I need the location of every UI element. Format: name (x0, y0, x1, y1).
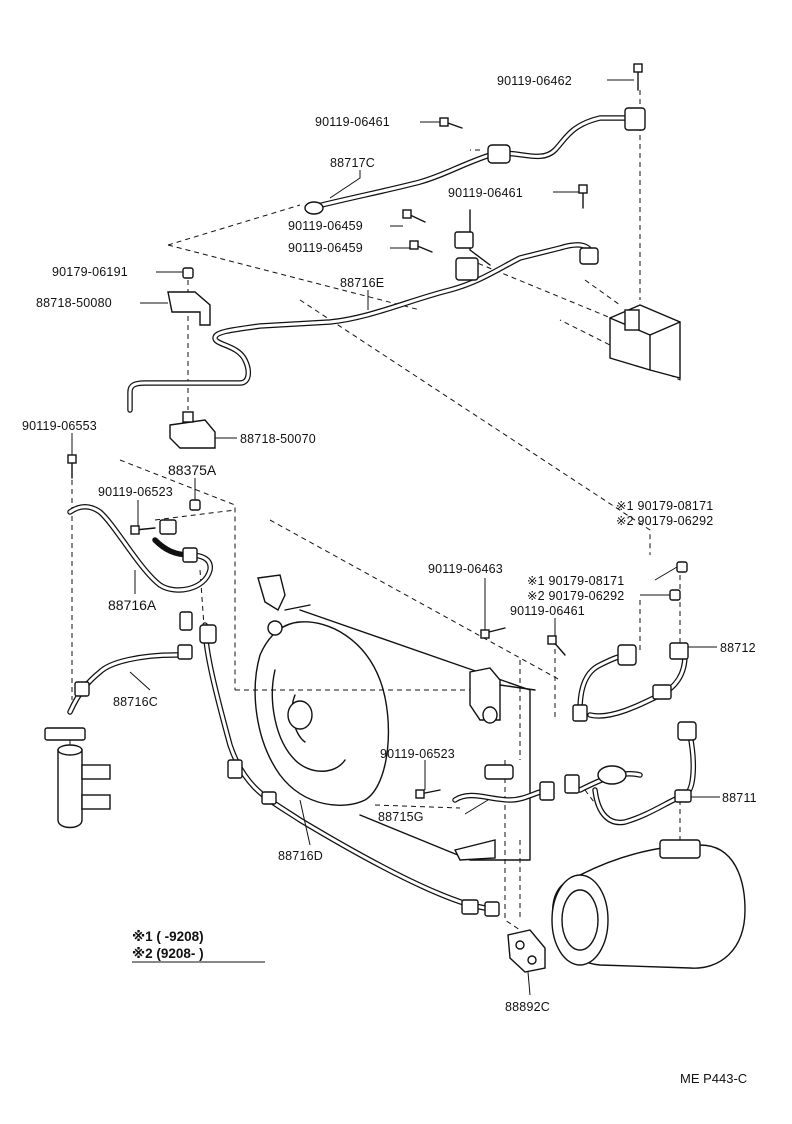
label-88718-50070: 88718-50070 (240, 432, 316, 446)
hose-88711-shape (564, 721, 697, 826)
compressor-shape (551, 839, 746, 969)
label-note2-90179-06292-a: ※2 90179-06292 (616, 514, 713, 528)
pipe-88715g-shape (452, 764, 555, 803)
evaporator-connector-shape (609, 304, 681, 379)
legend-row-2: ※2 (9208- ) (132, 946, 204, 961)
label-88717c: 88717C (330, 156, 375, 170)
pipe-88716a-shape (67, 504, 213, 593)
label-90119-06461-mid: 90119-06461 (448, 186, 523, 200)
label-90119-06523-b: 90119-06523 (380, 747, 455, 761)
label-note2-90179-06292-b: ※2 90179-06292 (527, 589, 624, 603)
label-88715g: 88715G (378, 810, 424, 824)
hose-88712-shape (572, 642, 689, 722)
leader-lines (71, 79, 720, 996)
label-90119-06461-low: 90119-06461 (510, 604, 585, 618)
receiver-drier-shape (44, 727, 111, 829)
bolts-and-nuts (67, 63, 688, 799)
bracket-88718-50080-shape (167, 291, 211, 326)
label-88712: 88712 (720, 641, 756, 655)
bracket-88718-50070-shape (169, 411, 216, 449)
label-88716e: 88716E (340, 276, 384, 290)
reference-dashed-lines (69, 90, 681, 931)
label-90119-06461-top: 90119-06461 (315, 115, 390, 129)
label-88711: 88711 (722, 791, 757, 805)
label-90119-06459-a: 90119-06459 (288, 219, 363, 233)
diagram-code: ME P443-C (680, 1071, 747, 1086)
pipe-88716c-shape (67, 644, 193, 715)
label-88716d: 88716D (278, 849, 323, 863)
label-90119-06459-b: 90119-06459 (288, 241, 363, 255)
applicability-legend: ※1 ( -9208) ※2 (9208- ) (132, 929, 204, 961)
label-note1-90179-08171-b: ※1 90179-08171 (527, 574, 624, 588)
part-callout-labels: 90119-06462 90119-06461 88717C 90119-064… (22, 74, 757, 1014)
label-note1-90179-08171-a: ※1 90179-08171 (616, 499, 713, 513)
pipe-88716d-shape (179, 611, 500, 917)
label-88892c: 88892C (505, 1000, 550, 1014)
label-90119-06462: 90119-06462 (497, 74, 572, 88)
label-88375a: 88375A (168, 462, 217, 478)
label-90179-06191: 90179-06191 (52, 265, 128, 279)
label-88718-50080: 88718-50080 (36, 296, 112, 310)
label-90119-06523-a: 90119-06523 (98, 485, 173, 499)
label-90119-06553: 90119-06553 (22, 419, 97, 433)
pipe-88716e-shape (127, 209, 599, 413)
label-88716a: 88716A (108, 597, 157, 613)
condenser-fan-shape (254, 574, 536, 861)
legend-row-1: ※1 ( -9208) (132, 929, 204, 944)
plate-88892c-shape (507, 929, 546, 973)
label-88716c: 88716C (113, 695, 158, 709)
label-90119-06463: 90119-06463 (428, 562, 503, 576)
hose-88717c-shape (304, 107, 646, 215)
